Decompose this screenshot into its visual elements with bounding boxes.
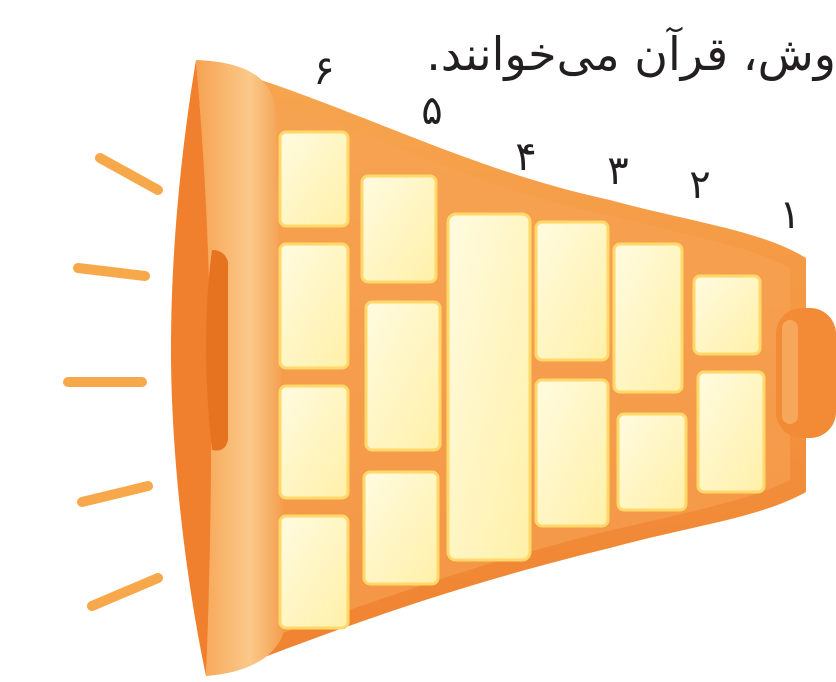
- sound-lines: [63, 153, 163, 611]
- block: [360, 174, 438, 284]
- column-number-2: ۲: [689, 162, 710, 208]
- block: [692, 274, 762, 356]
- horn-rim: [196, 60, 286, 676]
- column-number-1: ۱: [779, 192, 800, 238]
- block: [278, 514, 350, 630]
- block: [364, 300, 442, 452]
- block-column-5: [360, 174, 442, 586]
- block: [616, 412, 688, 512]
- horn-mouthpiece-highlight: [782, 320, 798, 424]
- horn-mouth-inner: [206, 250, 228, 451]
- column-number-5: ۵: [421, 88, 442, 134]
- block: [534, 220, 610, 362]
- column-number-3: ۳: [607, 148, 628, 194]
- block: [612, 242, 684, 394]
- block-column-3: [534, 220, 610, 528]
- block: [278, 384, 350, 500]
- block-column-6: [278, 130, 350, 630]
- block: [362, 470, 440, 586]
- block: [278, 130, 350, 228]
- column-number-6: ۶: [313, 48, 334, 94]
- sound-line: [77, 481, 153, 507]
- block: [696, 370, 766, 494]
- sound-line: [73, 263, 150, 281]
- caption-text: وش، قرآن می‌خوانند.: [426, 27, 836, 81]
- sound-line: [87, 573, 163, 611]
- block-column-1: [692, 274, 766, 494]
- block-column-4: [446, 212, 532, 562]
- block: [534, 378, 610, 528]
- block-column-2: [612, 242, 688, 512]
- column-number-4: ۴: [515, 134, 536, 180]
- block: [278, 242, 350, 370]
- block: [446, 212, 532, 562]
- horn-mouth: [171, 60, 212, 676]
- sound-line: [95, 153, 163, 195]
